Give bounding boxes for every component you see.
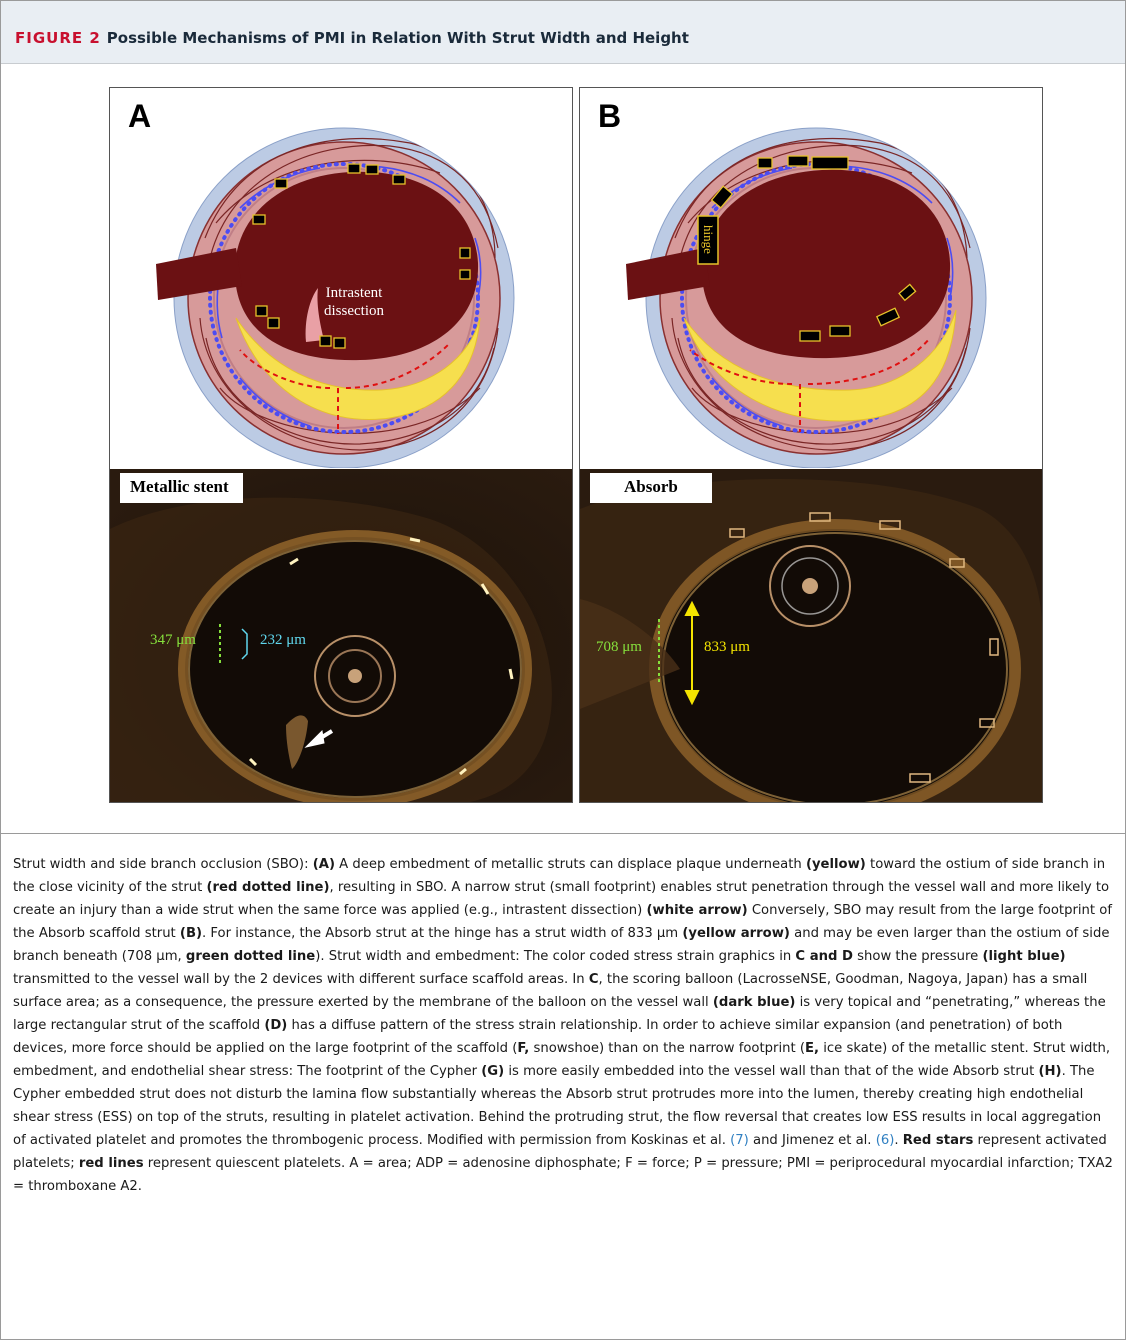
figure-name: Possible Mechanisms of PMI in Relation W… [107, 29, 689, 47]
citation-jimenez[interactable]: (6) [876, 1133, 895, 1148]
oct-image-b [580, 469, 1042, 802]
measure-833: 833 μm [704, 639, 750, 656]
lumen [235, 172, 478, 360]
panel-b-oct-image: Absorb 708 μm 833 μm [580, 469, 1042, 802]
measure-347: 347 μm [150, 632, 196, 649]
panel-a-oct-image: Metallic stent 347 μm 232 μm [110, 469, 572, 802]
absorb-label: Absorb [590, 473, 712, 503]
metallic-stent-label: Metallic stent [120, 473, 243, 503]
panel-b: B hinge [579, 87, 1043, 803]
panel-a: A Intrastent dissection [109, 87, 573, 803]
panel-a-letter: A [128, 98, 151, 135]
measure-232: 232 μm [260, 632, 306, 649]
panel-a-vessel-diagram [110, 88, 572, 468]
figure-label: FIGURE 2 [15, 29, 101, 47]
panel-b-vessel-diagram [580, 88, 1042, 468]
figure-caption: Strut width and side branch occlusion (S… [13, 853, 1113, 1198]
hinge-label: hinge [697, 225, 719, 253]
figure-body: A Intrastent dissection [1, 63, 1125, 834]
lumen [702, 170, 950, 358]
measure-708: 708 μm [596, 639, 642, 656]
citation-koskinas[interactable]: (7) [730, 1133, 749, 1148]
panel-b-letter: B [598, 98, 621, 135]
figure-header: FIGURE 2 Possible Mechanisms of PMI in Re… [1, 1, 1125, 64]
figure-title: FIGURE 2 Possible Mechanisms of PMI in Re… [15, 29, 689, 47]
intrastent-dissection-label: Intrastent dissection [324, 284, 384, 320]
